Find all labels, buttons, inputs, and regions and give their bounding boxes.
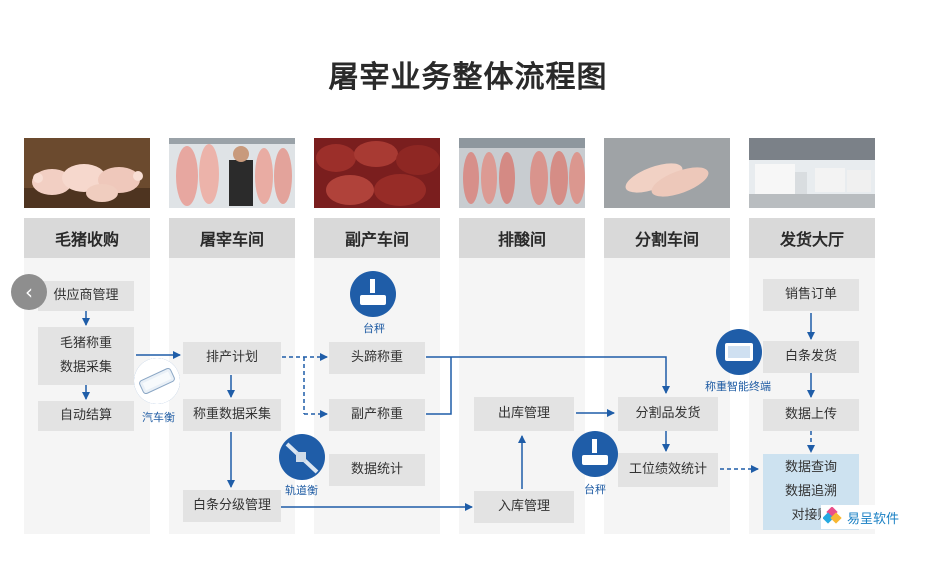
box-label-line-1: 数据查询 (784, 460, 837, 475)
cut-product-shipping-box: 分割品发货 (618, 397, 718, 431)
stage-slaughter-workshop: 屠宰车间 (169, 218, 295, 258)
box-label: 自动结算 (59, 408, 112, 423)
box-label-line-1: 毛猪称重 (59, 336, 112, 351)
data-query-box: 数据查询 数据追溯 对接财 (763, 454, 859, 530)
byproduct-weighing-box: 副产称重 (329, 399, 425, 431)
previous-slide-button[interactable]: ‹ (11, 274, 47, 310)
data-upload-box: 数据上传 (763, 399, 859, 431)
data-statistics-box: 数据统计 (329, 454, 425, 486)
shipping-hall-photo (749, 138, 875, 208)
smart-terminal-label: 称重智能终端 (705, 380, 771, 393)
carcass-shipping-box: 白条发货 (763, 341, 859, 373)
box-label-line-2: 数据追溯 (784, 484, 837, 499)
brand-name: 易呈软件 (847, 511, 900, 527)
column-bg-5 (604, 258, 730, 534)
inbound-management-box: 入库管理 (474, 491, 574, 523)
box-label-line-2: 数据采集 (59, 360, 112, 375)
auto-settlement-box: 自动结算 (38, 401, 134, 431)
slaughter-photo (169, 138, 295, 208)
platform-scale-icon (572, 431, 618, 477)
carcass-grading-box: 白条分级管理 (183, 490, 281, 522)
platform-scale-icon (350, 271, 396, 317)
brand-watermark: 易呈软件 (821, 505, 904, 529)
box-label: 排产计划 (205, 350, 258, 365)
stage-byproduct-workshop: 副产车间 (314, 218, 440, 258)
byproduct-photo (314, 138, 440, 208)
stage-chilling-room: 排酸间 (459, 218, 585, 258)
brand-logo-icon (823, 507, 842, 524)
box-label: 数据统计 (350, 462, 403, 477)
box-label-line-3: 对接财 (791, 508, 831, 523)
box-label: 出库管理 (497, 406, 550, 421)
outbound-management-box: 出库管理 (474, 397, 574, 431)
truck-scale-label: 汽车衡 (142, 411, 175, 424)
truck-scale-icon (134, 358, 180, 404)
rail-scale-icon (279, 434, 325, 480)
pigs-photo (24, 138, 150, 208)
box-label: 白条分级管理 (192, 498, 271, 513)
box-label: 销售订单 (784, 287, 837, 302)
stage-shipping-hall: 发货大厅 (749, 218, 875, 258)
box-label: 分割品发货 (635, 406, 701, 421)
pig-weighing-box: 毛猪称重 数据采集 (38, 327, 134, 385)
page-title: 屠宰业务整体流程图 (328, 60, 608, 95)
sales-order-box: 销售订单 (763, 279, 859, 311)
platform-scale-label: 台秤 (584, 483, 606, 496)
supplier-management-box: 供应商管理 (38, 281, 134, 311)
stage-cutting-workshop: 分割车间 (604, 218, 730, 258)
rail-scale-label: 轨道衡 (285, 484, 318, 497)
box-label: 供应商管理 (53, 288, 119, 303)
box-label: 称重数据采集 (192, 407, 271, 422)
box-label: 工位绩效统计 (628, 462, 707, 477)
production-schedule-box: 排产计划 (183, 342, 281, 374)
stage-pig-purchase: 毛猪收购 (24, 218, 150, 258)
chilling-room-photo (459, 138, 585, 208)
box-label: 副产称重 (350, 407, 403, 422)
head-hoof-weighing-box: 头蹄称重 (329, 342, 425, 374)
station-performance-box: 工位绩效统计 (618, 453, 718, 487)
platform-scale-label: 台秤 (363, 322, 385, 335)
box-label: 白条发货 (784, 349, 837, 364)
chevron-left-icon: ‹ (25, 280, 33, 304)
trotters-photo (604, 138, 730, 208)
box-label: 数据上传 (784, 407, 837, 422)
box-label: 入库管理 (497, 499, 550, 514)
smart-terminal-icon (716, 329, 762, 375)
weighing-data-collection-box: 称重数据采集 (183, 399, 281, 431)
box-label: 头蹄称重 (350, 350, 403, 365)
